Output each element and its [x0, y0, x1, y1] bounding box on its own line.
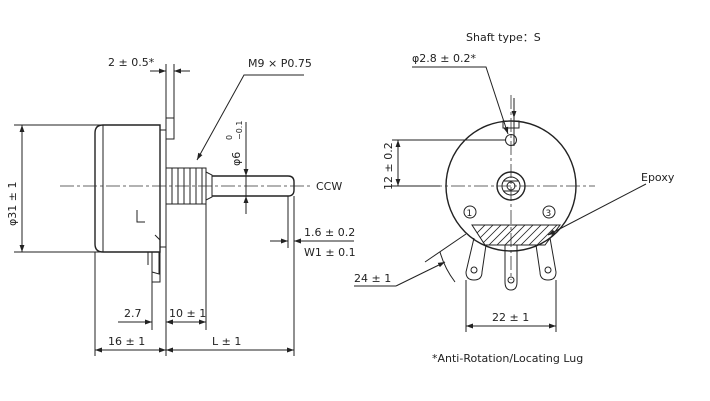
terminal-3-label: 3 [546, 209, 552, 219]
shaft-dia-label: φ6 [230, 152, 243, 166]
terminal-right [535, 237, 557, 281]
epoxy-label: Epoxy [641, 171, 675, 184]
dim-flat-width: W1 ± 0.1 [304, 246, 356, 259]
front-view: Shaft type：S [354, 31, 675, 365]
dim-terminal-span: 22 ± 1 [492, 311, 529, 324]
shaft-type-label: Shaft type：S [466, 31, 541, 44]
lug-hole [505, 134, 517, 146]
footnote: *Anti-Rotation/Locating Lug [432, 352, 583, 365]
thread-spec-label: M9 × P0.75 [248, 57, 312, 70]
body-outline [94, 124, 161, 253]
dim-bushing: 10 ± 1 [169, 307, 206, 320]
shaft-dia-tol-upper: 0 [225, 135, 234, 140]
dim-angle: 24 ± 1 [354, 272, 391, 285]
body-dia-label: φ31 ± 1 [6, 182, 19, 226]
shaft-end [496, 171, 526, 201]
shaft-dia-tol-lower: −0.1 [235, 121, 244, 140]
side-view: 2 ± 0.5* M9 × P0.75 φ6 0 −0.1 φ31 ± 1 CC… [6, 56, 356, 356]
terminal-1-label: 1 [467, 209, 473, 219]
locating-lug [165, 117, 175, 140]
dim-lug-height: 12 ± 0.2 [382, 142, 395, 190]
terminal-center [504, 245, 518, 291]
rotation-label: CCW [316, 180, 342, 193]
dim-lug-offset: 2 ± 0.5* [108, 56, 155, 69]
dim-body: 16 ± 1 [108, 335, 145, 348]
dim-shaft-flat: 1.6 ± 0.2 [304, 226, 355, 239]
dim-shaft-length: L ± 1 [212, 335, 241, 348]
terminal-left [465, 237, 487, 281]
terminals-side [136, 210, 160, 275]
dim-2-7: 2.7 [124, 307, 142, 320]
dim-lug-hole: φ2.8 ± 0.2* [412, 52, 476, 65]
